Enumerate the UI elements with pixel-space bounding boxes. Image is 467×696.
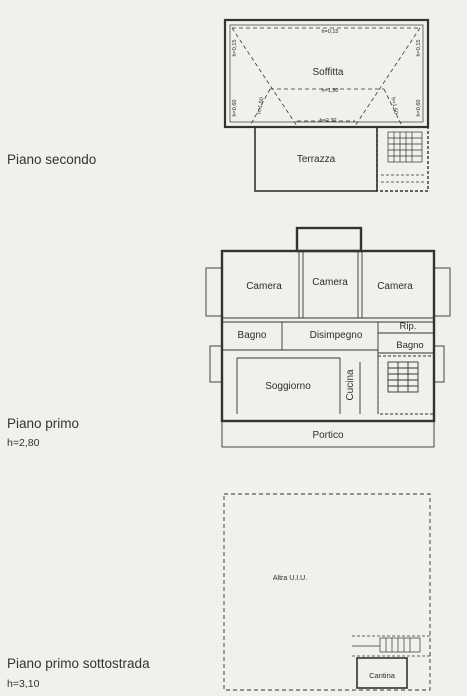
cantina-outline [356, 657, 408, 689]
level-label-basement: Piano primo sottostrada [7, 656, 150, 671]
labels-second-floor: Soffitta Terrazza h=0,15 h=1,50 h=2,30 h… [232, 29, 422, 165]
level-height-basement: h=3,10 [7, 678, 40, 690]
labels-basement: Altra U.I.U. Cantina [273, 575, 396, 680]
height-ridge: h=1,50 [322, 88, 339, 94]
height-top: h=0,15 [322, 29, 339, 35]
height-left-wall: h=0,60 [232, 100, 238, 117]
plan-basement [223, 493, 431, 691]
plan-second-floor [223, 18, 430, 192]
attic-inner-outline [229, 24, 424, 123]
room-bagno-left: Bagno [238, 330, 267, 341]
room-rip: Rip. [400, 321, 417, 332]
labels-first-floor: Camera Camera Camera Bagno Disimpegno Ri… [238, 277, 424, 441]
room-terrazza: Terrazza [297, 154, 336, 165]
room-disimpegno: Disimpegno [310, 330, 363, 341]
height-right-top: h=0,15 [416, 40, 422, 57]
height-left-diag: h=1,50 [257, 97, 266, 115]
height-right-wall: h=0,60 [416, 100, 422, 117]
room-camera-right: Camera [377, 281, 413, 292]
level-label-first: Piano primo [7, 416, 80, 431]
level-label-second: Piano secondo [7, 152, 97, 167]
height-left-top: h=0,15 [232, 40, 238, 57]
room-cucina: Cucina [345, 369, 356, 401]
room-camera-center: Camera [312, 277, 348, 288]
room-cantina: Cantina [369, 671, 396, 680]
stair-block-second [376, 126, 429, 192]
other-unit-outline [223, 493, 431, 691]
plan-first-floor [205, 226, 451, 448]
height-center-bottom: h=2,30 [320, 118, 337, 124]
stair-treads-basement [352, 635, 430, 657]
room-soggiorno: Soggiorno [265, 381, 311, 392]
height-right-diag: h=1,50 [390, 97, 399, 115]
first-floor-inner-walls [205, 251, 451, 448]
room-bagno-right: Bagno [396, 340, 423, 351]
room-portico: Portico [312, 430, 344, 441]
room-camera-left: Camera [246, 281, 282, 292]
room-soffitta: Soffitta [313, 67, 344, 78]
room-altra-uiu: Altra U.I.U. [273, 575, 307, 582]
roof-lines [231, 27, 421, 127]
stair-treads-second [381, 131, 424, 183]
level-height-first: h=2,80 [7, 437, 40, 449]
